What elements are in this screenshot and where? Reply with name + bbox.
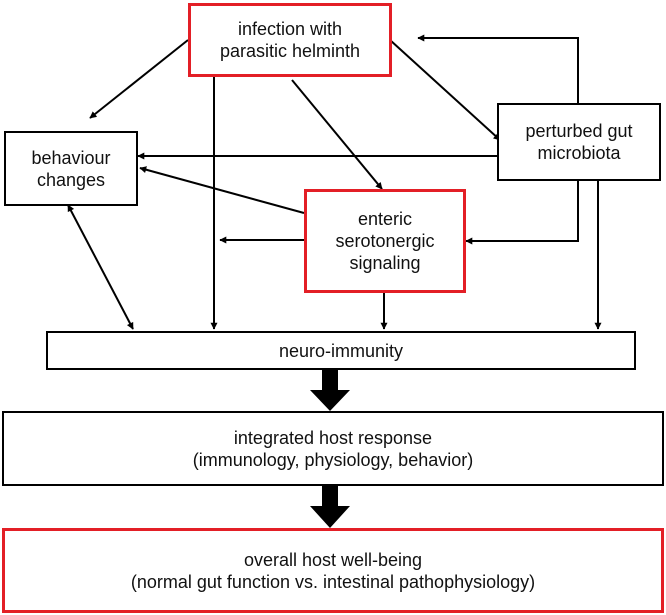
arrow-microbiota-to-serotonergic [465, 180, 579, 245]
node-wellbeing: overall host well-being (normal gut func… [2, 528, 664, 613]
node-microbiota-label: perturbed gut microbiota [525, 121, 633, 163]
node-integrated-label: integrated host response (immunology, ph… [192, 427, 474, 470]
arrow-infection-to-serotonergic [291, 79, 383, 190]
node-neuro-immunity-label: neuro-immunity [278, 340, 404, 361]
arrow-behaviour-neuro-immunity-bidirectional [67, 204, 134, 330]
node-infection: infection with parasitic helminth [188, 3, 392, 77]
node-serotonergic: enteric serotonergic signaling [304, 189, 466, 293]
node-infection-label: infection with parasitic helminth [219, 19, 361, 61]
node-wellbeing-label: overall host well-being (normal gut func… [130, 549, 536, 592]
node-behaviour-label: behaviour changes [31, 147, 111, 190]
arrow-infection-to-behaviour [89, 39, 189, 119]
node-integrated-response: integrated host response (immunology, ph… [2, 411, 664, 486]
node-neuro-immunity: neuro-immunity [46, 331, 636, 370]
node-behaviour-changes: behaviour changes [4, 131, 138, 206]
arrow-serotonergic-to-behaviour [139, 166, 305, 214]
block-arrow-neuro-to-integrated [310, 370, 350, 411]
arrow-infection-to-microbiota [389, 39, 501, 141]
arrow-microbiota-to-infection [417, 34, 579, 103]
block-arrow-integrated-to-wellbeing [310, 486, 350, 528]
node-serotonergic-label: enteric serotonergic signaling [335, 209, 435, 273]
node-microbiota: perturbed gut microbiota [497, 103, 661, 181]
